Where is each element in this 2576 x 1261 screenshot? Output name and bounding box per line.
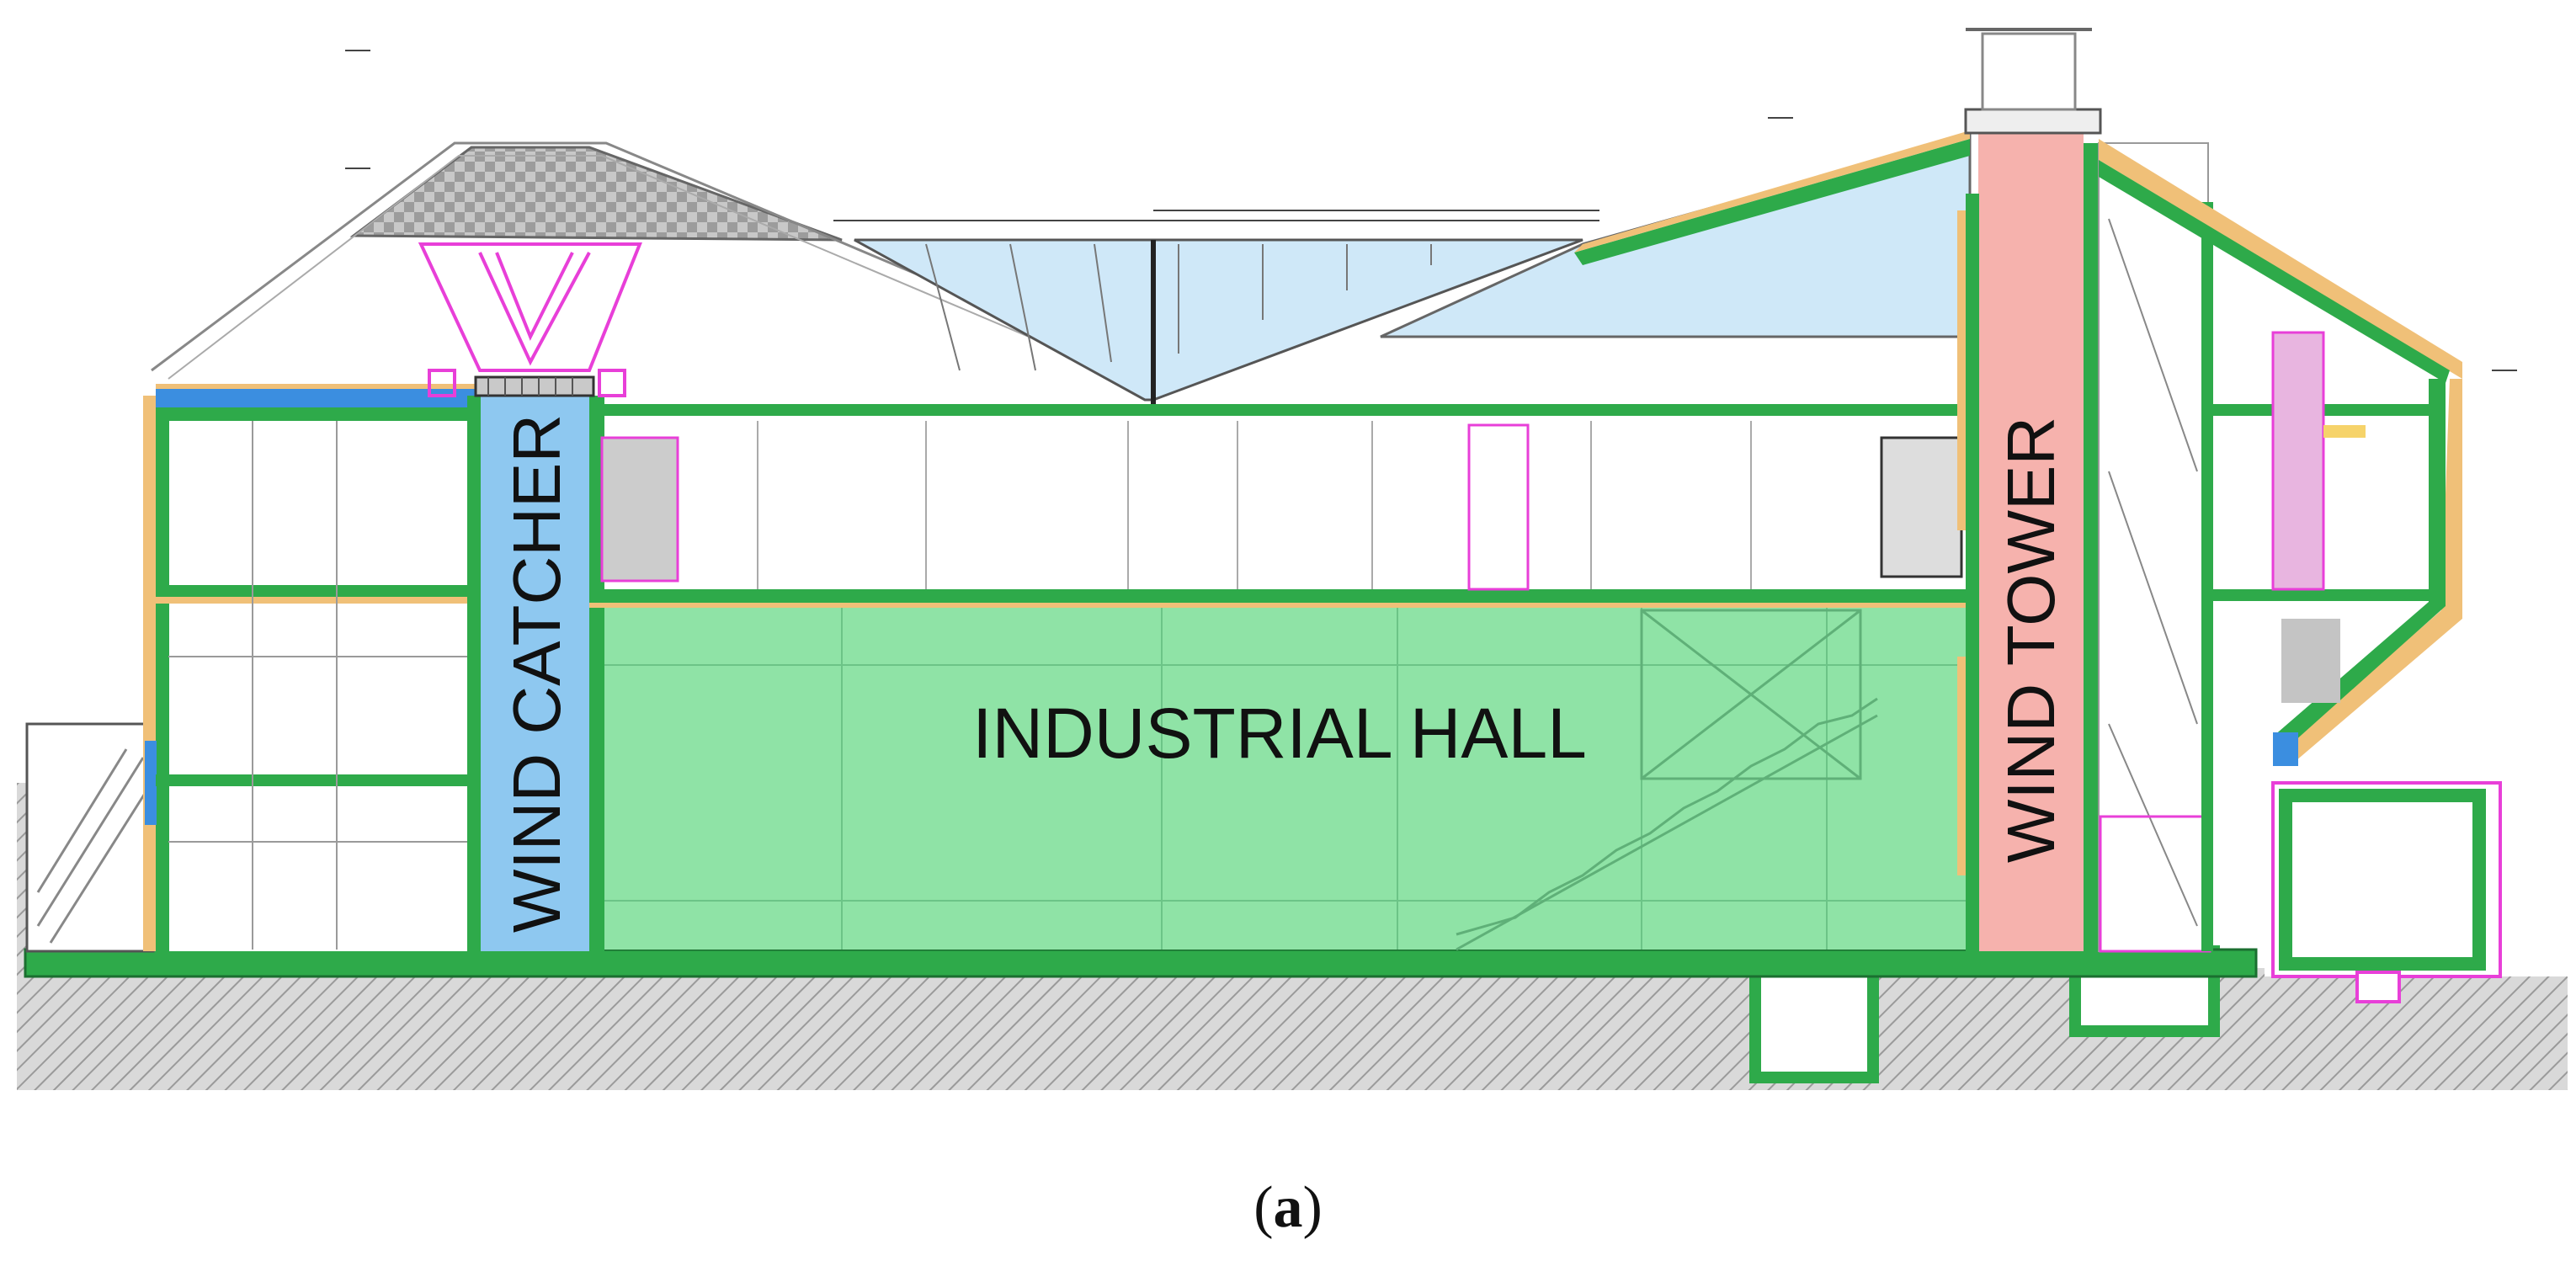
wind-catcher-label: WIND CATCHER [499, 414, 574, 933]
wind-catcher-grille-bars [487, 377, 573, 396]
wind-tower-shaft [1978, 130, 2084, 951]
industrial-hall-label: INDUSTRIAL HALL [972, 694, 1587, 773]
hall-upper-grid [757, 421, 1752, 589]
caption-letter: a [1273, 1175, 1303, 1240]
hall-roof-slab [589, 404, 1970, 416]
left-roof-cover [156, 384, 476, 389]
left-roof-outline [151, 141, 1146, 372]
right-wing-floor-2 [2210, 589, 2437, 601]
right-wing-yellow-bar [2323, 425, 2366, 438]
right-wing-window [2271, 331, 2325, 591]
right-wing-roof [2099, 139, 2462, 379]
wind-catcher-grille [474, 375, 595, 397]
left-roof-slab [156, 407, 476, 421]
wind-tower-insulation-low [1957, 657, 1966, 875]
figure-caption: (a) [1253, 1175, 1323, 1240]
wind-catcher-funnel [418, 242, 642, 397]
wind-catcher-wall-left [467, 396, 481, 951]
left-insulation [143, 396, 156, 951]
right-wing-facade [2277, 379, 2462, 766]
right-wing-blue-strip [2273, 732, 2298, 766]
right-basement-room [2279, 789, 2486, 971]
hall-upper-storey [604, 404, 1968, 589]
left-floor-1-orange [156, 597, 476, 604]
wind-catcher-shaft [480, 396, 589, 951]
right-roof-slab [1574, 139, 1970, 265]
dimension-lines [345, 50, 2517, 371]
left-floor-1 [156, 585, 476, 597]
right-roof-orange [1574, 130, 1970, 253]
left-roof-blue [156, 389, 476, 407]
left-outer-wall [156, 396, 169, 951]
right-wing-roof-slab [2099, 160, 2450, 383]
wind-tower-insulation [1957, 210, 1966, 530]
left-floor-2 [156, 774, 476, 786]
wind-tower-chimney [1981, 32, 2077, 111]
wind-tower-wall-right [2084, 143, 2099, 951]
left-grid-lines [168, 421, 476, 950]
foundation-slab [24, 948, 2258, 978]
hall-grid-lines [604, 608, 1968, 950]
hall-stair [1456, 609, 1878, 951]
skylight-mullions [925, 243, 1432, 371]
hall-upper-floor [589, 589, 1970, 603]
right-wing-gray-wedge [2281, 619, 2340, 703]
wind-tower-label: WIND TOWER [1993, 417, 2068, 863]
hall-upper-window-left [600, 436, 679, 583]
right-wing-floor-1 [2210, 404, 2441, 416]
hall-upper-floor-orange [589, 603, 1970, 608]
right-stair-lines [2108, 218, 2198, 927]
left-blue-panel [145, 741, 157, 825]
left-stair-annex [25, 722, 155, 953]
right-stair-block [2098, 142, 2209, 952]
right-block-wall [2201, 202, 2213, 951]
right-basement-sump [2355, 971, 2401, 1003]
left-roof-outline-inner [168, 155, 1129, 380]
wind-tower-wall-left [1966, 194, 1979, 951]
left-block-frame [156, 396, 476, 951]
wind-tower-cap [1964, 108, 2102, 135]
hall-upper-window-right [1880, 436, 1963, 578]
right-wing-facade-green [2273, 379, 2446, 749]
hall-upper-door [1467, 423, 1530, 591]
